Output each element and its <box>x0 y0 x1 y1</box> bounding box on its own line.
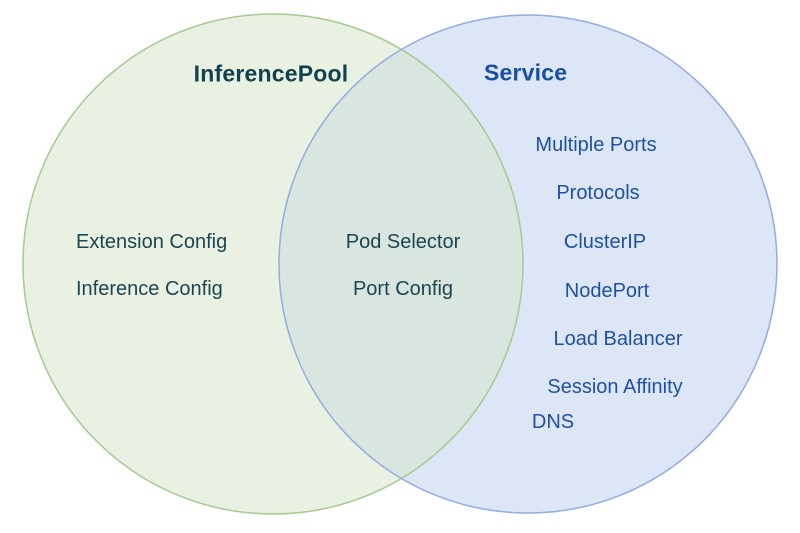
service-title: Service <box>484 59 568 86</box>
inferencepool-item: Extension Config <box>76 231 228 253</box>
overlap-lens-fill <box>279 15 523 513</box>
service-item: Protocols <box>556 182 640 204</box>
service-item: Multiple Ports <box>535 134 657 156</box>
service-item: ClusterIP <box>563 231 647 253</box>
service-item: Load Balancer <box>553 328 683 350</box>
service-circle-border <box>278 14 778 514</box>
service-item: Session Affinity <box>547 376 683 398</box>
inferencepool-item: Inference Config <box>76 278 223 300</box>
inferencepool-title: InferencePool <box>193 60 349 87</box>
service-item: DNS <box>531 411 575 433</box>
overlap-item: Pod Selector <box>345 231 461 253</box>
overlap-item: Port Config <box>352 278 454 300</box>
service-item: NodePort <box>564 280 650 302</box>
inferencepool-circle-border <box>22 13 524 515</box>
